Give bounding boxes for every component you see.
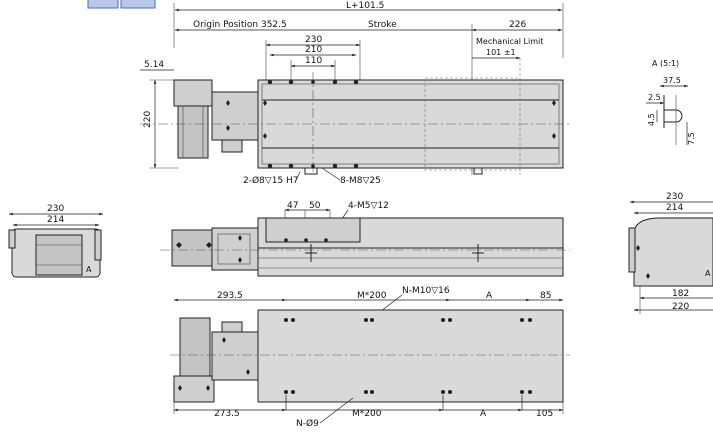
middle-47-label: 47 <box>287 201 298 211</box>
left-end-214-label: 214 <box>47 215 64 225</box>
bottom-drive-housing <box>211 331 259 381</box>
bottom-tap-callout: N-M10▽16 <box>402 286 450 296</box>
carriage-210-label: 210 <box>305 45 322 55</box>
mechanical-limit-label: Mechanical Limit <box>476 37 543 46</box>
bottom-bot-pitch-label: M*200 <box>352 409 382 419</box>
tab-right[interactable] <box>120 0 156 9</box>
bottom-bot-105-label: 105 <box>536 409 553 419</box>
stroke-label: Stroke <box>368 20 397 30</box>
motor-adapter <box>173 79 213 107</box>
drive-connector <box>221 139 243 153</box>
left-end-marker: A <box>86 265 92 274</box>
detail-7-5-label: 7.5 <box>687 132 696 145</box>
right-end-182-label: 182 <box>672 289 689 299</box>
bottom-view: 293.5 M*200 A 85 N-M10▽16 <box>170 286 570 429</box>
tap-callout: 8-M8▽25 <box>340 176 381 186</box>
bottom-holes <box>178 318 532 394</box>
right-end-body <box>633 217 713 287</box>
carriage-holes <box>226 79 556 169</box>
detail-a-title: A (5:1) <box>652 59 679 68</box>
mechanical-limit-value: 101 ±1 <box>486 48 516 57</box>
origin-position-label: Origin Position 352.5 <box>193 20 287 30</box>
overall-length-label: L+101.5 <box>346 1 384 11</box>
header-tabs[interactable] <box>87 0 156 9</box>
middle-carriage <box>265 217 361 243</box>
bottom-bot-a-label: A <box>480 409 487 419</box>
bottom-top-a-label: A <box>486 291 493 301</box>
height-220-label: 220 <box>143 111 153 128</box>
tab-left[interactable] <box>87 0 119 9</box>
bottom-body <box>257 309 564 403</box>
right-end-220-label: 220 <box>672 302 689 312</box>
bottom-motor <box>179 317 211 377</box>
detail-groove-profile <box>663 95 683 128</box>
right-end-214-label: 214 <box>666 203 683 213</box>
bottom-bot-273-5-label: 273.5 <box>214 409 240 419</box>
left-end-view: 230 214 A <box>8 204 104 278</box>
middle-50-label: 50 <box>309 201 321 211</box>
left-end-motor <box>35 234 83 276</box>
detail-4-5-label: 4.5 <box>647 113 656 126</box>
offset-5-14-label: 5.14 <box>144 60 164 70</box>
drive-housing <box>211 91 259 141</box>
middle-motor <box>171 229 213 267</box>
left-end-230-label: 230 <box>47 204 64 214</box>
bottom-top-293-5-label: 293.5 <box>217 291 243 301</box>
right-end-230-label: 230 <box>666 192 683 202</box>
top-view: L+101.5 Origin Position 352.5 Stroke 226… <box>140 1 570 186</box>
right-end-marker: A <box>705 269 711 278</box>
right-end-view: 230 214 A 182 220 <box>628 192 713 314</box>
pin-callout: 2-Ø8▽15 H7 <box>243 175 299 186</box>
detail-37-5-label: 37.5 <box>663 76 681 85</box>
carriage-end-ghost <box>424 77 521 171</box>
carriage-230-label: 230 <box>305 35 322 45</box>
bottom-holes-callout: N-Ø9 <box>296 418 319 429</box>
right-offset-label: 226 <box>509 20 526 30</box>
middle-tap-callout: 4-M5▽12 <box>348 201 389 211</box>
bottom-top-85-label: 85 <box>540 291 551 301</box>
detail-2-5-label: 2.5 <box>648 93 661 102</box>
bottom-top-pitch-label: M*200 <box>357 291 387 301</box>
middle-drive-housing <box>211 227 259 271</box>
motor-body <box>177 105 209 159</box>
detail-a-view: A (5:1) 37.5 2.5 4.5 7.5 <box>646 59 696 145</box>
carriage-110-label: 110 <box>305 56 322 66</box>
middle-view: 47 50 4-M5▽12 <box>160 201 570 277</box>
